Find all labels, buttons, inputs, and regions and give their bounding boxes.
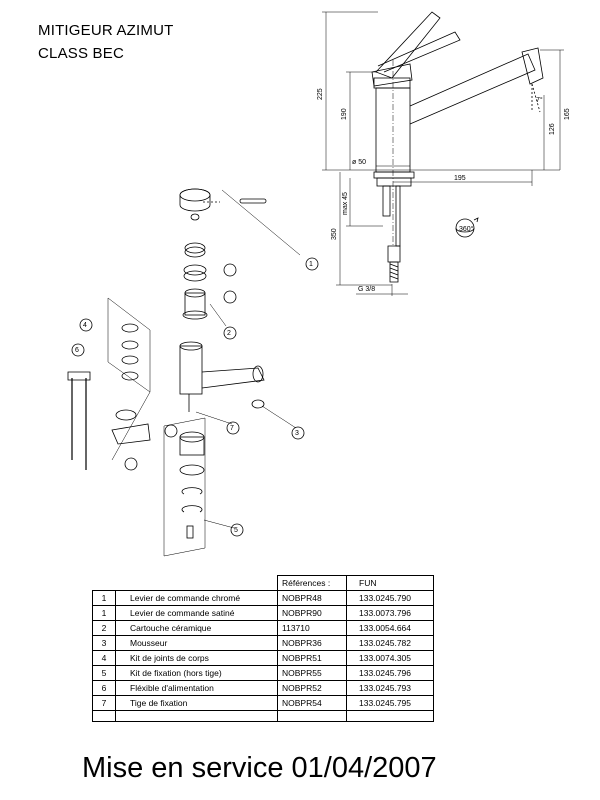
row-reference: 113710 (277, 620, 347, 636)
row-description: Kit de joints de corps (115, 650, 278, 666)
table-row: 3 Mousseur NOBPR36 133.0245.782 (92, 635, 434, 651)
row-number: 4 (92, 650, 116, 666)
row-fun: 133.0073.796 (346, 605, 434, 621)
row-fun: 133.0054.664 (346, 620, 434, 636)
row-fun: 133.0245.795 (346, 695, 434, 711)
row-fun: 133.0074.305 (346, 650, 434, 666)
table-empty-row (92, 710, 434, 722)
title-line-1: MITIGEUR AZIMUT (38, 22, 174, 39)
row-description: Mousseur (115, 635, 278, 651)
row-description: Cartouche céramique (115, 620, 278, 636)
row-fun: 133.0245.790 (346, 590, 434, 606)
row-description: Levier de commande satiné (115, 605, 278, 621)
dim-50: ø 50 (352, 159, 366, 166)
title-line-2: CLASS BEC (38, 45, 124, 62)
dim-126: 126 (549, 123, 556, 135)
table-header-row: Références : FUN (93, 575, 434, 591)
row-reference: NOBPR48 (277, 590, 347, 606)
callout-6: 6 (75, 347, 79, 354)
row-description: Kit de fixation (hors tige) (115, 665, 278, 681)
service-date-footer: Mise en service 01/04/2007 (82, 752, 437, 784)
exploded-view (67, 188, 301, 557)
table-row: 2 Cartouche céramique 113710 133.0054.66… (92, 620, 434, 636)
row-number: 7 (92, 695, 116, 711)
callout-4: 4 (83, 322, 87, 329)
row-reference: NOBPR54 (277, 695, 347, 711)
table-row: 6 Fléxible d'alimentation NOBPR52 133.02… (92, 680, 434, 696)
row-reference: NOBPR55 (277, 665, 347, 681)
dim-225: 225 (317, 88, 324, 100)
row-number: 5 (92, 665, 116, 681)
row-reference: NOBPR36 (277, 635, 347, 651)
header-fun: FUN (346, 575, 434, 591)
table-row: 7 Tige de fixation NOBPR54 133.0245.795 (92, 695, 434, 711)
callout-1: 1 (309, 261, 313, 268)
row-fun: 133.0245.782 (346, 635, 434, 651)
table-row: 4 Kit de joints de corps NOBPR51 133.007… (92, 650, 434, 666)
row-number: 1 (92, 605, 116, 621)
dim-190: 190 (341, 108, 348, 120)
faucet-side-view (322, 11, 564, 296)
parts-table: Références : FUN 1 Levier de commande ch… (92, 575, 434, 722)
callout-3: 3 (295, 430, 299, 437)
callout-markers: 1 2 3 4 5 6 7 (71, 257, 319, 537)
dim-g38: G 3/8 (358, 286, 375, 293)
table-row: 1 Levier de commande chromé NOBPR48 133.… (92, 590, 434, 606)
row-number: 6 (92, 680, 116, 696)
table-row: 1 Levier de commande satiné NOBPR90 133.… (92, 605, 434, 621)
row-fun: 133.0245.796 (346, 665, 434, 681)
dim-195: 195 (454, 175, 466, 182)
row-number: 2 (92, 620, 116, 636)
row-number: 3 (92, 635, 116, 651)
row-description: Fléxible d'alimentation (115, 680, 278, 696)
callout-7: 7 (230, 425, 234, 432)
row-reference: NOBPR52 (277, 680, 347, 696)
row-fun: 133.0245.793 (346, 680, 434, 696)
header-references: Références : (277, 575, 347, 591)
dimension-labels: 225 190 126 165 195 ø 50 max 45 350 G 3/… (317, 88, 571, 293)
callout-2: 2 (227, 330, 231, 337)
dim-350: 350 (331, 228, 338, 240)
callout-5: 5 (234, 527, 238, 534)
row-number: 1 (92, 590, 116, 606)
dim-360deg: 360° (459, 225, 474, 233)
table-row: 5 Kit de fixation (hors tige) NOBPR55 13… (92, 665, 434, 681)
row-description: Tige de fixation (115, 695, 278, 711)
dim-7deg: 7° (536, 96, 543, 104)
dim-165: 165 (564, 108, 571, 120)
row-reference: NOBPR51 (277, 650, 347, 666)
dim-45: max 45 (342, 192, 349, 215)
row-reference: NOBPR90 (277, 605, 347, 621)
row-description: Levier de commande chromé (115, 590, 278, 606)
